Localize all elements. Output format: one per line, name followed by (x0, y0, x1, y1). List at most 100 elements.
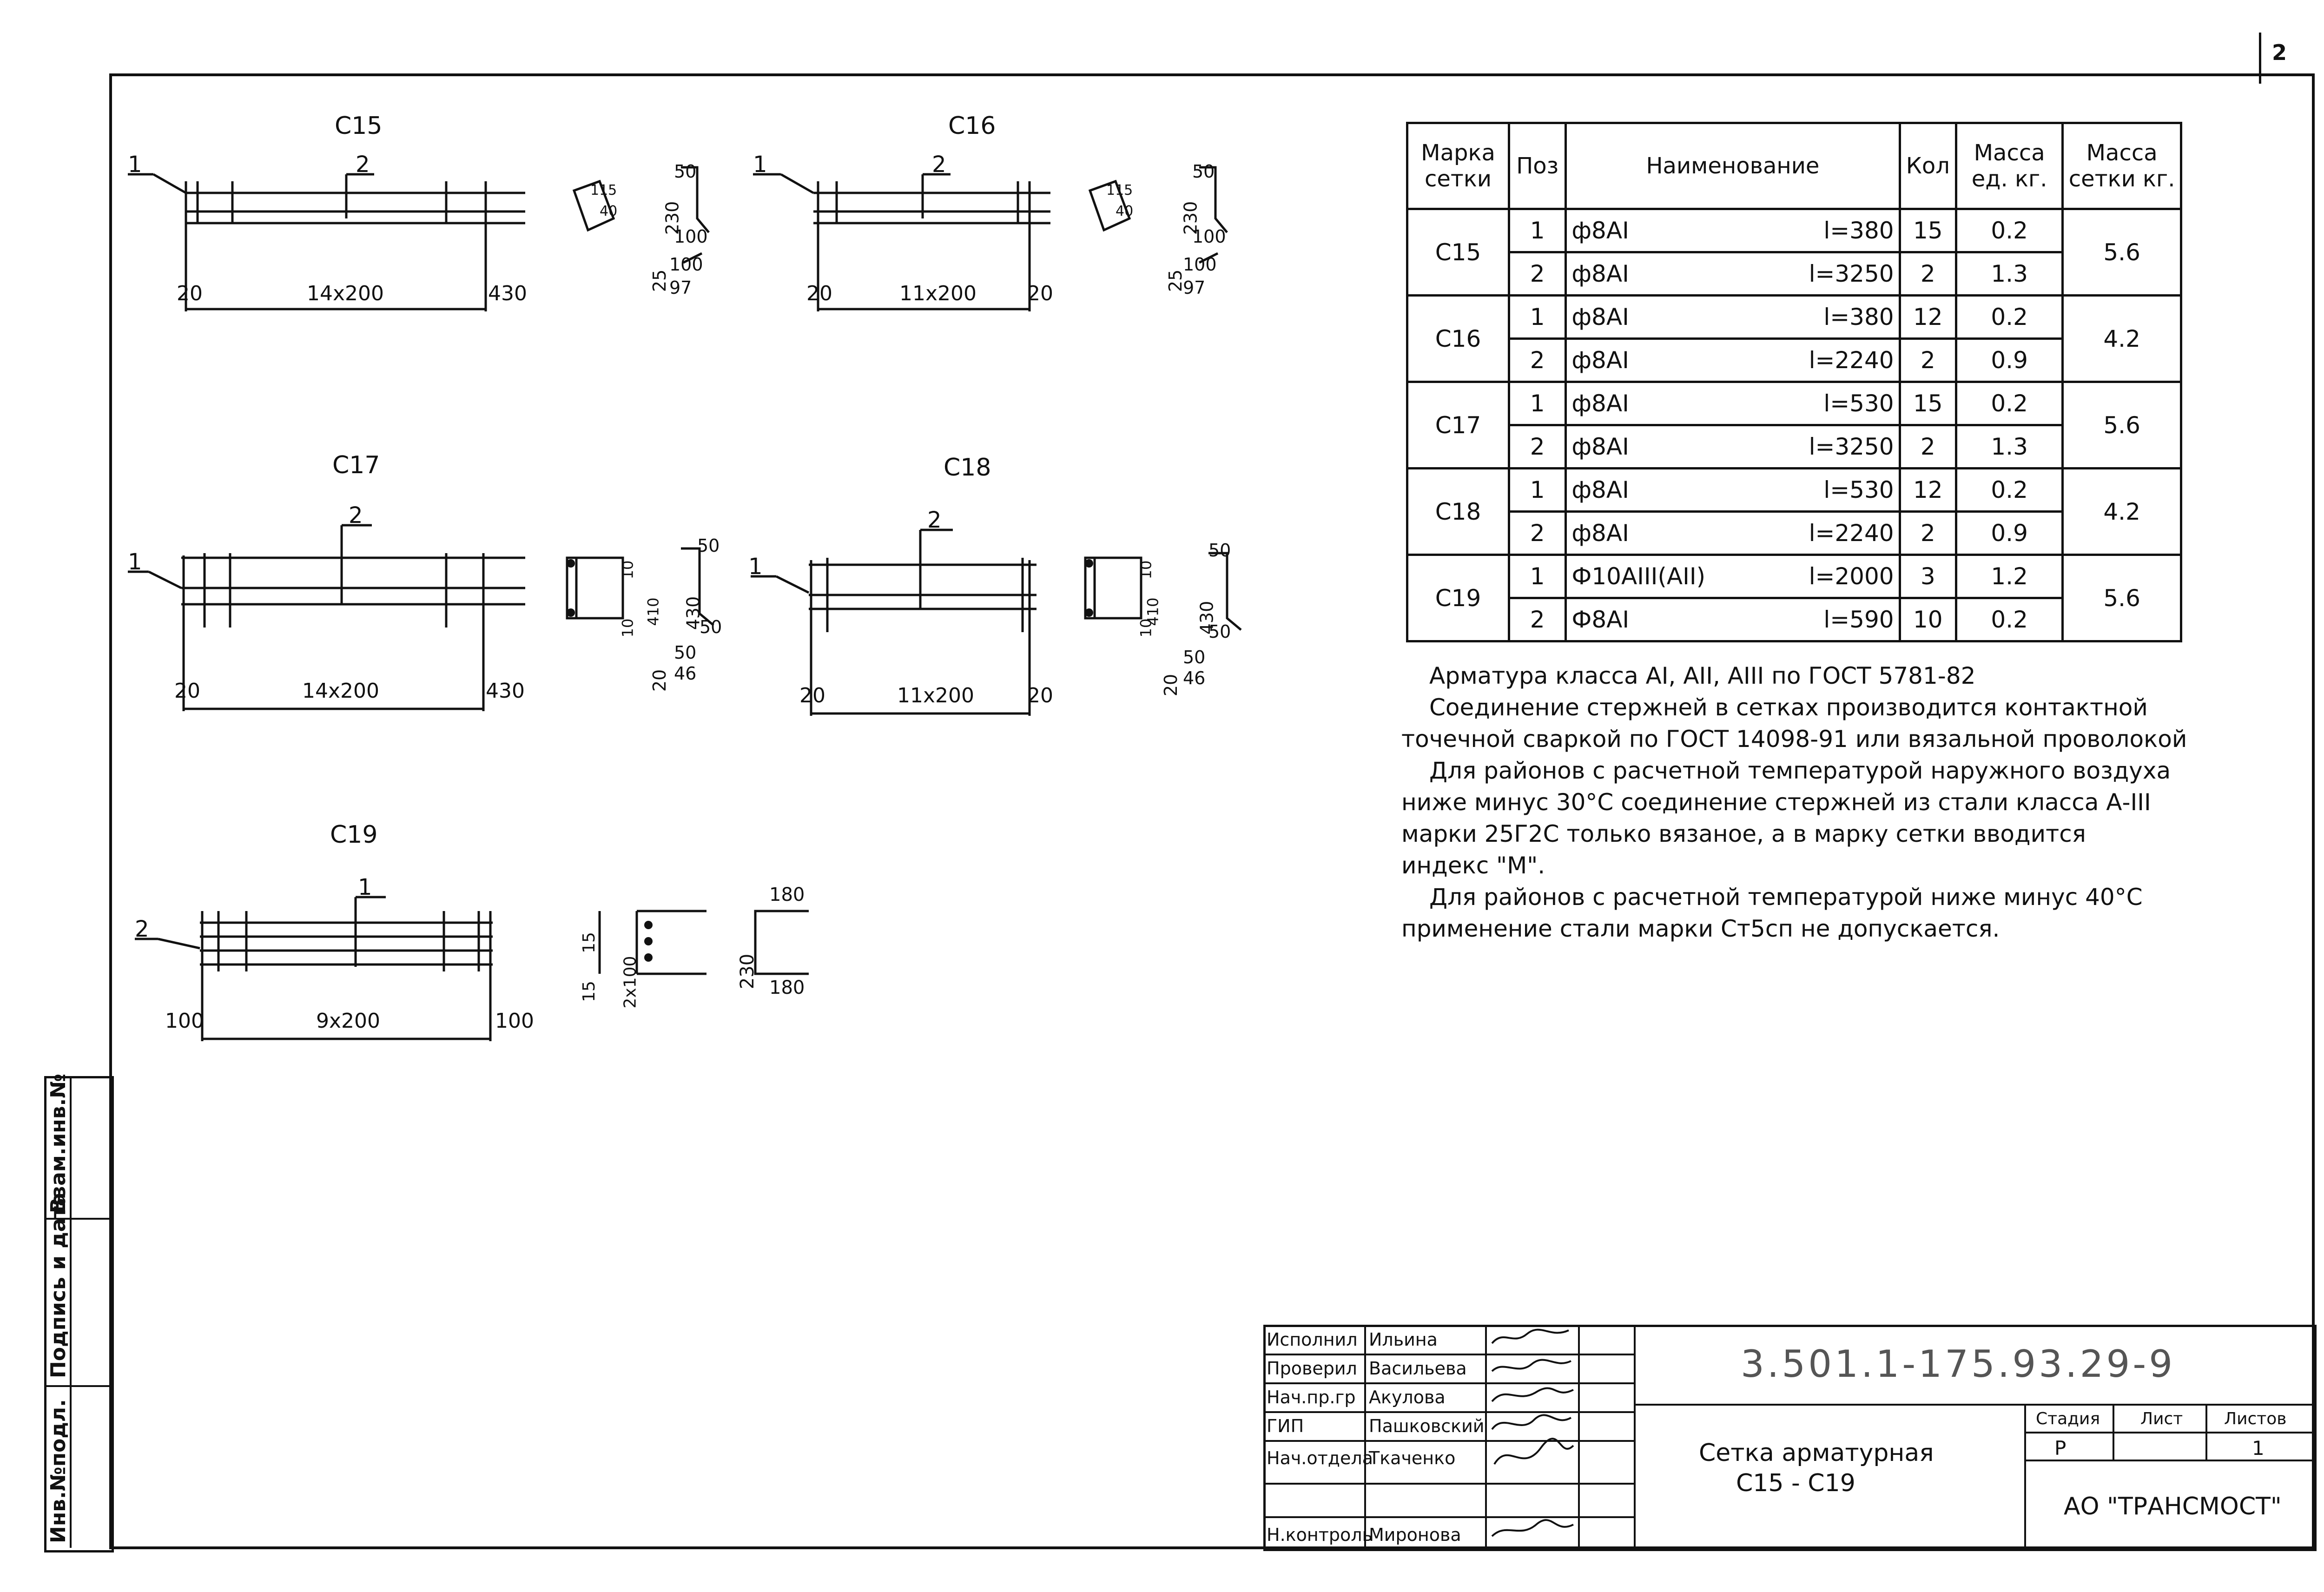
tb-stage-row (2024, 1432, 2312, 1433)
frame-right (2312, 73, 2315, 1549)
c17-bend-c: 50 (700, 617, 722, 637)
rebar-length: l=530 (1823, 390, 1894, 417)
row-pos: 2 (1508, 424, 1567, 469)
c16-bend-a: 50 (1192, 161, 1215, 182)
rebar-name: ф8АI (1571, 476, 1629, 503)
rebar-name: ф8АI (1571, 304, 1629, 330)
c16-drawing (753, 166, 1228, 311)
role-executor: Исполнил (1267, 1329, 1358, 1350)
col-pos: Поз (1508, 122, 1567, 210)
drawing-title-line1: Сетка арматурная (1699, 1439, 1934, 1467)
row-mark: С16 (1406, 294, 1511, 383)
c17-left-dim: 20 (174, 679, 200, 703)
specification-table: Марка сетки Поз Наименование Кол Масса е… (1406, 122, 2182, 642)
col-qty: Кол (1898, 122, 1958, 210)
c18-hook-c: 46 (1183, 668, 1206, 688)
c19-sec-c: 15 (579, 981, 599, 1002)
organization-name: АО "ТРАНСМОСТ" (2064, 1493, 2282, 1520)
side-stamp (44, 1076, 114, 1552)
row-qty: 3 (1898, 554, 1958, 599)
row-mesh-mass: 4.2 (2061, 467, 2182, 556)
col-unit-mass: Масса ед. кг. (1954, 122, 2064, 210)
row-qty: 2 (1898, 251, 1958, 297)
rebar-length: l=590 (1823, 606, 1894, 633)
c15-right-dim: 430 (488, 282, 527, 305)
row-unit-mass: 0.9 (1954, 337, 2064, 383)
c18-pos1: 1 (748, 554, 763, 580)
c18-pos2: 2 (927, 507, 942, 533)
podpis-label: Подпись и дата (46, 1192, 70, 1378)
note-line: марки 25Г2С только вязаное, а в марку се… (1401, 820, 2086, 847)
c17-hook-a: 20 (649, 669, 670, 692)
c18-drawing (751, 528, 1242, 716)
c15-hook-a: 25 (649, 269, 670, 292)
c18-span-dim: 11х200 (897, 684, 975, 707)
c17-hook-b: 50 (674, 642, 697, 663)
side-stamp-row2 (44, 1385, 109, 1387)
frame-left (109, 73, 112, 1549)
row-qty: 2 (1898, 510, 1958, 556)
c15-title: С15 (335, 112, 383, 140)
tb-code-divider (1634, 1404, 2312, 1406)
stage-value: Р (2054, 1437, 2067, 1460)
sheet-label: Лист (2140, 1409, 2183, 1428)
row-qty: 12 (1898, 294, 1958, 340)
row-mesh-mass: 4.2 (2061, 294, 2182, 383)
table-header-row: Марка сетки Поз Наименование Кол Масса е… (1406, 122, 2182, 210)
c15-bend-a: 50 (674, 161, 697, 182)
c16-sec-b: 40 (1116, 203, 1134, 219)
tb-row-line (1263, 1483, 1634, 1485)
c17-bend-a: 50 (697, 535, 720, 556)
c15-pos1: 1 (128, 152, 142, 178)
row-mesh-mass: 5.6 (2061, 381, 2182, 469)
title-block (1263, 1325, 2317, 1551)
sheets-value: 1 (2252, 1437, 2265, 1460)
sheet-number: 2 (2272, 40, 2287, 65)
c19-sec-b: 2х100 (621, 956, 640, 1009)
c19-title: С19 (330, 821, 378, 849)
row-mark: С18 (1406, 467, 1511, 556)
c16-sec-a: 115 (1106, 182, 1133, 198)
rebar-name: ф8АI (1571, 217, 1629, 244)
c15-sec-b: 40 (600, 203, 618, 219)
row-qty: 15 (1898, 381, 1958, 426)
name-executor: Ильина (1369, 1329, 1438, 1350)
c19-sec-a: 15 (579, 932, 599, 953)
c18-sec-a: 10 (1137, 560, 1155, 580)
c17-span-dim: 14х200 (302, 679, 380, 703)
c18-sec-c: 10 (1137, 618, 1155, 638)
tb-stage-row2 (2024, 1460, 2312, 1461)
name-checker: Васильева (1369, 1358, 1467, 1379)
frame-top (109, 73, 2315, 76)
c15-hook-b: 100 (669, 254, 703, 275)
c19-bend-b: 230 (737, 953, 759, 990)
c15-pos2: 2 (356, 152, 370, 178)
note-line: точечной сваркой по ГОСТ 14098-91 или вя… (1401, 726, 2187, 753)
c15-left-dim: 20 (177, 282, 203, 305)
c16-hook-a: 25 (1165, 269, 1186, 292)
c19-right-dim: 100 (495, 1009, 534, 1033)
row-unit-mass: 0.2 (1954, 208, 2064, 253)
c18-bend-c: 50 (1208, 621, 1231, 642)
frame-bottom (109, 1546, 2315, 1549)
rebar-name: ф8АI (1571, 390, 1629, 417)
c16-hook-b: 100 (1183, 254, 1217, 275)
sheets-label: Листов (2224, 1409, 2287, 1428)
c16-left-dim: 20 (806, 282, 832, 305)
row-unit-mass: 0.2 (1954, 467, 2064, 513)
note-line: применение стали марки Ст5сп не допускае… (1401, 915, 2000, 942)
row-pos: 2 (1508, 597, 1567, 642)
general-notes: Арматура класса АI, АII, АIII по ГОСТ 57… (1401, 660, 2192, 945)
rebar-name: Ф10АIII(АII) (1571, 563, 1706, 590)
row-qty: 10 (1898, 597, 1958, 642)
row-pos: 1 (1508, 294, 1567, 340)
rebar-length: l=2240 (1809, 520, 1894, 547)
row-pos: 1 (1508, 381, 1567, 426)
